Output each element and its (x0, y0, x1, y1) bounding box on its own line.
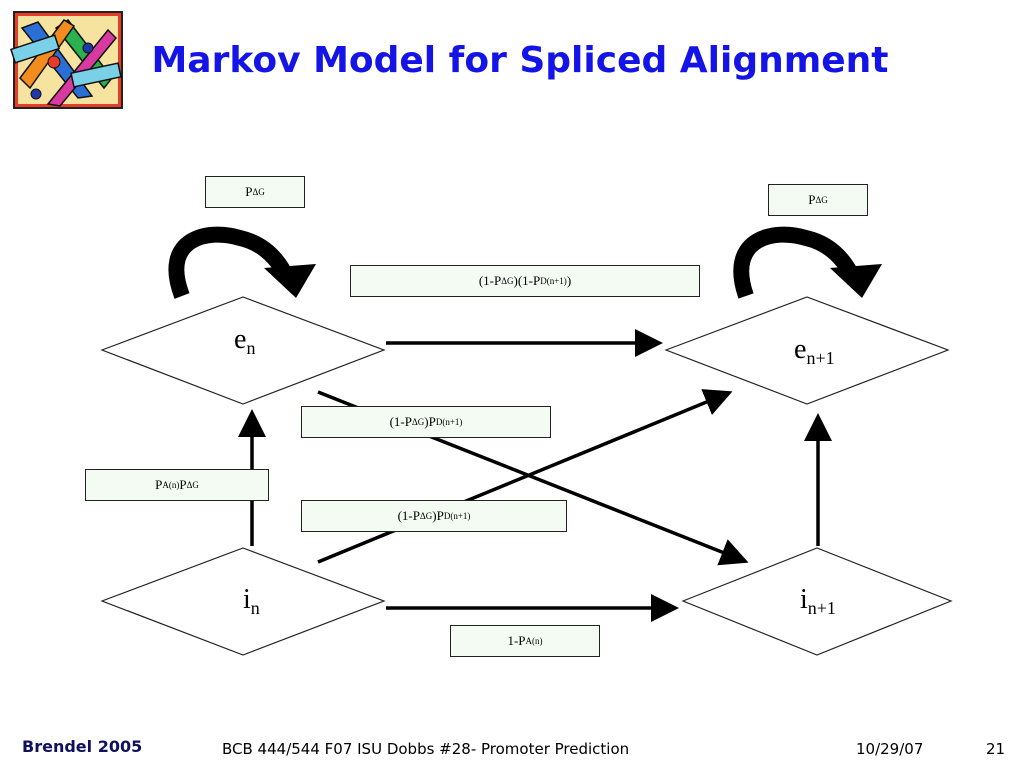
state-e-n1-shape (664, 296, 950, 405)
edge-i-n-to-e-n1 (317, 389, 733, 564)
state-i-n1-shape (681, 547, 953, 656)
state-e-n-label: en (234, 324, 256, 358)
state-i-n1-label: in+1 (800, 584, 836, 618)
footer-page-number: 21 (986, 740, 1006, 758)
footer-date: 10/29/07 (856, 740, 924, 758)
state-e-n-shape (100, 296, 386, 405)
slide-title: Markov Model for Spliced Alignment (151, 40, 889, 81)
state-i-n-label: in (243, 584, 260, 618)
clipart-logo-image (10, 11, 123, 109)
footer-course: BCB 444/544 F07 ISU Dobbs #28- Promoter … (222, 740, 630, 758)
self-loop-e-n-arrow (168, 226, 296, 299)
self-loop-e-n1-arrow (733, 226, 862, 299)
self-loop-e-n-arrowhead (264, 264, 316, 298)
state-e-n1-label: en+1 (794, 334, 835, 368)
footer-author: Brendel 2005 (22, 737, 143, 756)
state-i-n-shape (100, 547, 386, 656)
self-loop-e-n1-arrowhead (830, 264, 882, 298)
